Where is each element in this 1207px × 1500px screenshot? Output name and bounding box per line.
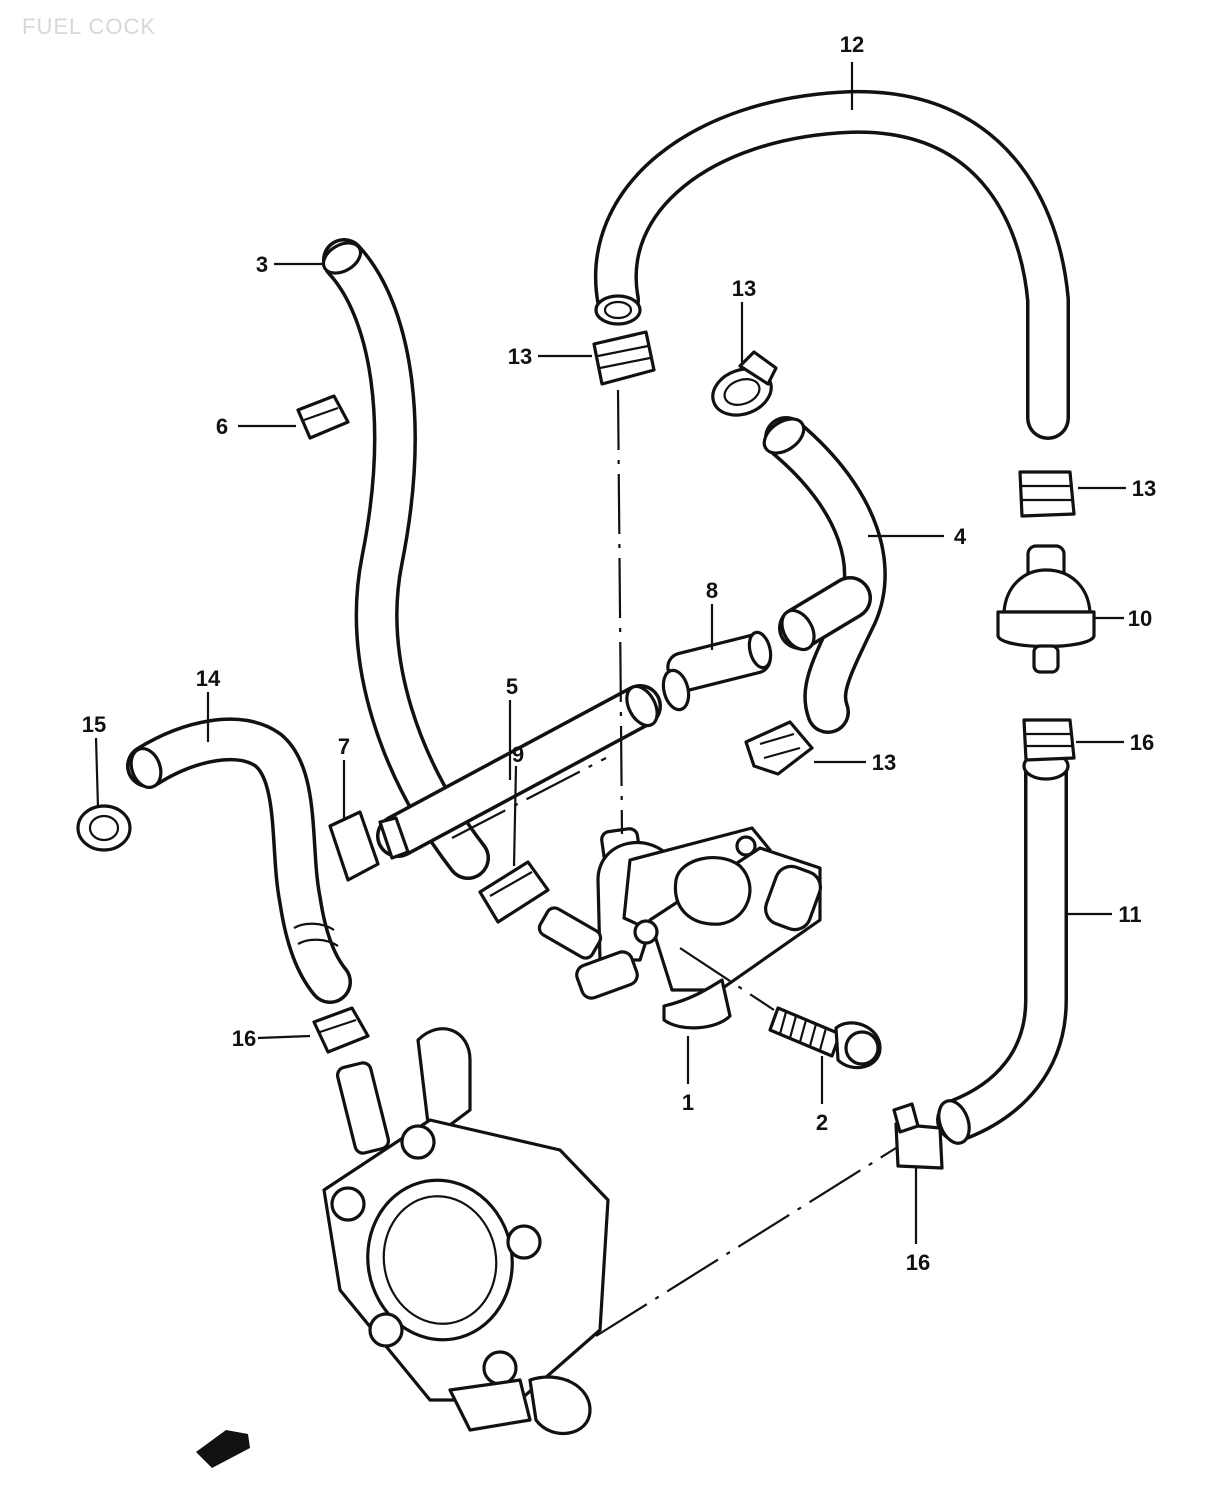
clamp-9 [478, 860, 550, 924]
hose-12 [594, 89, 1070, 440]
callout-13-filter: 13 [1132, 476, 1156, 501]
diagram-title: FUEL COCK [22, 14, 157, 39]
callout-2: 2 [816, 1110, 828, 1135]
clamp-13-mid [744, 720, 814, 776]
clamp-16-left [312, 1006, 370, 1054]
callout-14: 14 [196, 666, 221, 691]
assembly-line-bolt [679, 947, 775, 1011]
callout-1: 1 [682, 1090, 694, 1115]
callout-16-left: 16 [232, 1026, 256, 1051]
clamp-13-top [592, 330, 656, 386]
callout-7: 7 [338, 734, 350, 759]
callout-15: 15 [82, 712, 106, 737]
callout-13-top: 13 [508, 344, 532, 369]
callout-10: 10 [1128, 606, 1152, 631]
joint-8 [661, 630, 773, 712]
assembly-line-pump-16 [595, 1147, 897, 1337]
callout-11: 11 [1118, 902, 1141, 927]
callout-13-mid: 13 [872, 750, 896, 775]
hose-11 [936, 750, 1070, 1145]
bolt-2 [768, 1006, 882, 1070]
callout-3: 3 [256, 252, 268, 277]
clamp-15 [76, 804, 132, 852]
callout-5: 5 [506, 674, 518, 699]
front-arrow-icon [196, 1430, 250, 1468]
clamp-16-bottom [892, 1102, 944, 1170]
hose-14 [126, 717, 352, 1004]
fuel-pump-body [322, 1027, 610, 1436]
callout-16-bottom: 16 [906, 1250, 930, 1275]
callout-9: 9 [512, 742, 524, 767]
clamp-13-upper-right [711, 350, 778, 417]
hose-5 [376, 684, 662, 858]
assembly-line-5 [451, 757, 607, 839]
callout-6: 6 [216, 414, 228, 439]
clamp-7 [328, 810, 410, 882]
callout-8: 8 [706, 578, 718, 603]
hose-4 [762, 416, 887, 734]
callout-13-upper-right: 13 [732, 276, 756, 301]
callout-12: 12 [840, 32, 864, 57]
callout-4: 4 [954, 524, 967, 549]
assembly-line-12-cock [616, 389, 624, 835]
hose-3 [321, 238, 490, 880]
fuel-filter [996, 544, 1096, 674]
clamp-6 [296, 394, 350, 440]
callout-16-filter: 16 [1130, 730, 1154, 755]
clamp-13-filter [1018, 470, 1076, 518]
clamp-16-filter [1022, 718, 1076, 762]
fuel-cock [537, 826, 822, 1030]
